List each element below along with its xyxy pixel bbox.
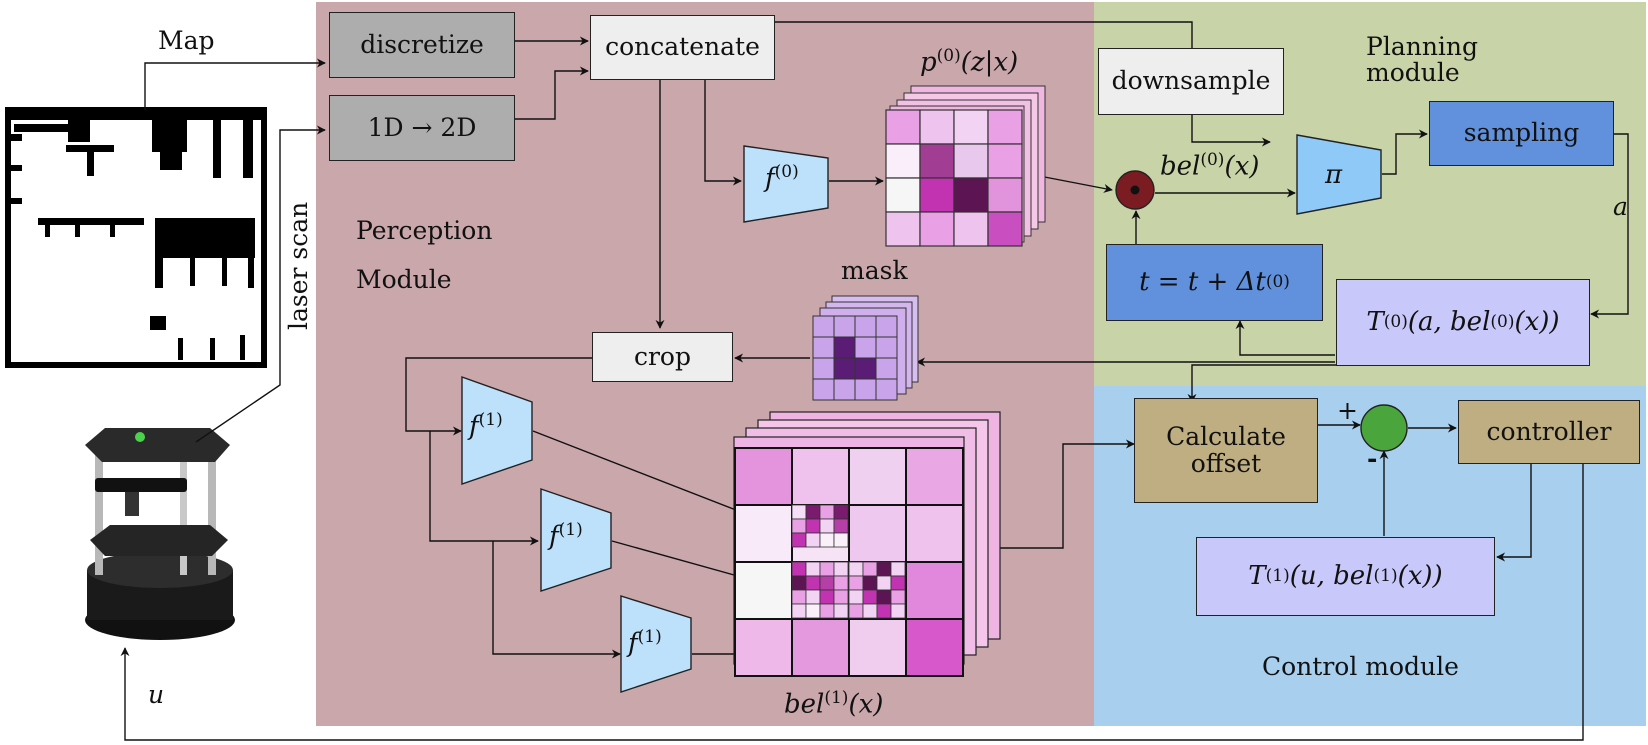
multiply-node: [1115, 170, 1155, 210]
laser-scan-label: laser scan: [284, 201, 313, 330]
f1-base-1: f: [469, 411, 479, 442]
downsample-label: downsample: [1111, 66, 1271, 96]
transition1-sup: (1): [1265, 565, 1290, 586]
f1-network-block-1: [461, 376, 533, 485]
concatenate-to-downsample-arrow: [775, 21, 1193, 48]
control-title: Control module: [1262, 652, 1459, 681]
p0-base: p: [920, 47, 937, 78]
one-d-to-two-d-label: 1D → 2D: [367, 112, 477, 142]
calculate-offset-line2: offset: [1190, 448, 1262, 478]
f0-sup: (0): [774, 162, 799, 182]
transition0-to-offset-arrow: [1187, 364, 1385, 403]
bel0-label: bel(0)(x): [1160, 150, 1259, 182]
f0-network-block: [743, 145, 829, 223]
sampling-to-transition0-arrow: [1590, 133, 1629, 319]
f1-base-3: f: [628, 628, 638, 659]
discretize-box: discretize: [329, 12, 515, 78]
robot-image: [85, 428, 235, 640]
transition1-post: (x)): [1397, 560, 1443, 591]
occupancy-map-image: [5, 107, 267, 368]
planning-title-line1: Planning: [1366, 32, 1479, 61]
p0-sup: (0): [936, 46, 961, 66]
transition0-pre: T: [1366, 306, 1384, 337]
bel1-grid-stack: [733, 411, 1001, 677]
1d2d-to-concatenate-arrow: [515, 66, 589, 120]
discretize-label: discretize: [360, 29, 484, 59]
p0-label: p(0)(z|x): [920, 46, 1018, 78]
bel1-sup: (1): [824, 688, 849, 708]
time-update-sup: (0): [1265, 271, 1290, 292]
calculate-offset-line1: Calculate: [1166, 422, 1286, 452]
controller-to-transition1-arrow: [1496, 464, 1532, 562]
map-label: Map: [158, 26, 215, 55]
bel1-to-offset-arrow: [1000, 439, 1135, 549]
pi-policy-block: [1296, 134, 1382, 215]
f1-network-block-2: [540, 488, 612, 592]
u-label: u: [148, 680, 165, 709]
sum-node: [1360, 404, 1408, 452]
f1-sup-1: (1): [478, 410, 503, 430]
crop-to-f1b-arrow: [429, 431, 539, 546]
crop-label: crop: [633, 341, 691, 371]
time-update-label: t = t + Δt: [1139, 266, 1266, 297]
f1-sup-3: (1): [637, 627, 662, 647]
f1-label-1: f(1): [469, 410, 503, 442]
calculate-offset-box: Calculate offset: [1134, 398, 1318, 503]
bel0-arg: (x): [1224, 151, 1260, 182]
crop-to-f1c-arrow: [492, 541, 621, 659]
sampling-box: sampling: [1429, 101, 1614, 166]
transition0-box: T(0)(a, bel(0)(x)): [1336, 279, 1590, 366]
f1-label-3: f(1): [628, 627, 662, 659]
f1-network-block-3: [620, 595, 692, 693]
bel1-base: bel: [784, 689, 825, 720]
transition0-sup: (0): [1383, 311, 1408, 332]
minus-label: -: [1367, 444, 1378, 473]
a-label: a: [1613, 192, 1628, 221]
one-d-to-two-d-box: 1D → 2D: [329, 95, 515, 161]
bel1-arg: (x): [848, 689, 884, 720]
concatenate-box: concatenate: [590, 15, 775, 80]
downsample-to-pi-arrow: [1191, 115, 1271, 147]
p0-arg: (z|x): [960, 47, 1019, 78]
mask-grid-stack: [812, 295, 919, 401]
mask-label: mask: [841, 256, 908, 285]
laser-to-1d2d-arrow: [195, 125, 326, 443]
pi-to-sampling-arrow: [1382, 129, 1428, 175]
concatenate-to-f0-arrow: [704, 80, 742, 186]
bel0-base: bel: [1160, 151, 1201, 182]
f1-label-2: f(1): [549, 520, 583, 552]
transition1-mid: (u, bel: [1289, 560, 1374, 591]
transition0-sup2: (0): [1490, 311, 1515, 332]
downsample-box: downsample: [1098, 48, 1284, 115]
planning-title-line2: module: [1366, 58, 1460, 87]
f0-label: f(0): [765, 162, 799, 194]
bel1-label: bel(1)(x): [784, 688, 883, 720]
bel0-sup: (0): [1200, 150, 1225, 170]
crop-to-f1-arrows: [405, 357, 592, 436]
perception-title-line1: Perception: [356, 216, 493, 245]
pi-label: π: [1325, 160, 1343, 190]
transition0-post: (x)): [1514, 306, 1560, 337]
time-update-box: t = t + Δt(0): [1106, 244, 1323, 321]
crop-box: crop: [592, 332, 733, 382]
sampling-label: sampling: [1463, 118, 1580, 148]
map-to-discretize-arrow: [144, 58, 326, 110]
transition1-pre: T: [1248, 560, 1266, 591]
controller-box: controller: [1458, 400, 1640, 464]
plus-label: +: [1337, 396, 1358, 425]
controller-to-robot-arrow: [120, 464, 1584, 741]
concatenate-label: concatenate: [605, 32, 760, 62]
transition0-mid: (a, bel: [1407, 306, 1491, 337]
perception-title-line2: Module: [356, 265, 452, 294]
transition0-to-time-arrow: [1235, 320, 1335, 356]
f1-base-2: f: [549, 521, 559, 552]
p0-grid-stack: [885, 85, 1046, 247]
f1-sup-2: (1): [558, 520, 583, 540]
transition1-box: T(1)(u, bel(1)(x)): [1196, 537, 1495, 616]
controller-label: controller: [1486, 416, 1612, 446]
transition1-sup2: (1): [1373, 565, 1398, 586]
f0-base: f: [765, 163, 775, 194]
